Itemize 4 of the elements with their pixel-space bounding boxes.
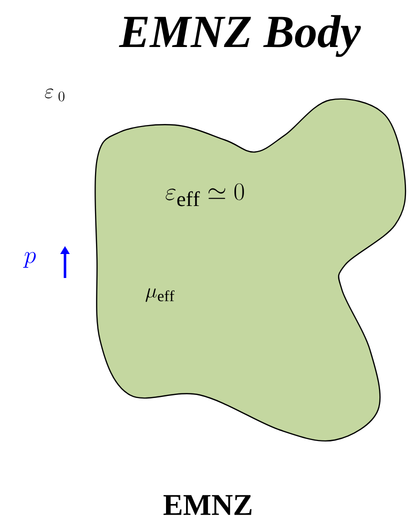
caption: EMNZ bbox=[164, 495, 252, 515]
title: EMNZ Body bbox=[118, 15, 361, 57]
symbol-label: $\varepsilon_{\;0}$ bbox=[45, 88, 64, 102]
symbol-label: $p$ bbox=[23, 252, 36, 268]
